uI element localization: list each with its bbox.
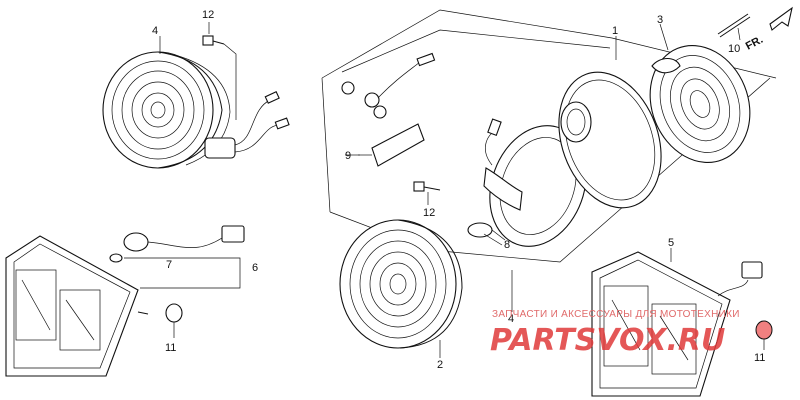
round-lamp-center <box>339 219 463 358</box>
callout-6: 6 <box>252 262 258 274</box>
callout-4-top: 4 <box>152 25 158 37</box>
callout-4-mid: 4 <box>508 313 514 325</box>
rect-lamp-right <box>591 251 763 397</box>
callout-11-left: 11 <box>165 342 176 354</box>
callout-8: 8 <box>504 239 510 251</box>
callout-12-mid: 12 <box>423 207 435 219</box>
watermark-brand: PARTSVOX.RU <box>490 323 725 358</box>
nut-11-left <box>165 303 183 338</box>
bolt-12-top <box>202 22 237 120</box>
screw-10 <box>717 13 751 41</box>
callout-2: 2 <box>437 359 443 371</box>
callout-12-top: 12 <box>202 9 214 21</box>
bracket-parts <box>341 52 436 167</box>
watermark-tagline: ЗАПЧАСТИ И АКСЕССУАРЫ ДЛЯ МОТОТЕХНИКИ <box>492 309 740 320</box>
bolt-12-mid <box>413 181 441 205</box>
lens-3 <box>649 44 751 164</box>
callout-11-right: 11 <box>754 352 765 364</box>
nut-11-right <box>755 320 773 350</box>
rect-lamp-left <box>5 225 245 377</box>
callout-3: 3 <box>657 14 663 26</box>
callout-1: 1 <box>612 25 618 37</box>
callout-7: 7 <box>166 259 172 271</box>
callout-10: 10 <box>728 43 740 55</box>
lens-ring-1 <box>558 71 662 209</box>
callout-5: 5 <box>668 237 674 249</box>
round-lamp-top-left <box>102 36 290 169</box>
front-direction-arrow <box>769 6 793 31</box>
lamp-housing <box>467 118 587 247</box>
leader-lines <box>345 23 672 312</box>
fr-label: FR. <box>744 34 765 53</box>
callout-9: 9 <box>345 150 351 162</box>
